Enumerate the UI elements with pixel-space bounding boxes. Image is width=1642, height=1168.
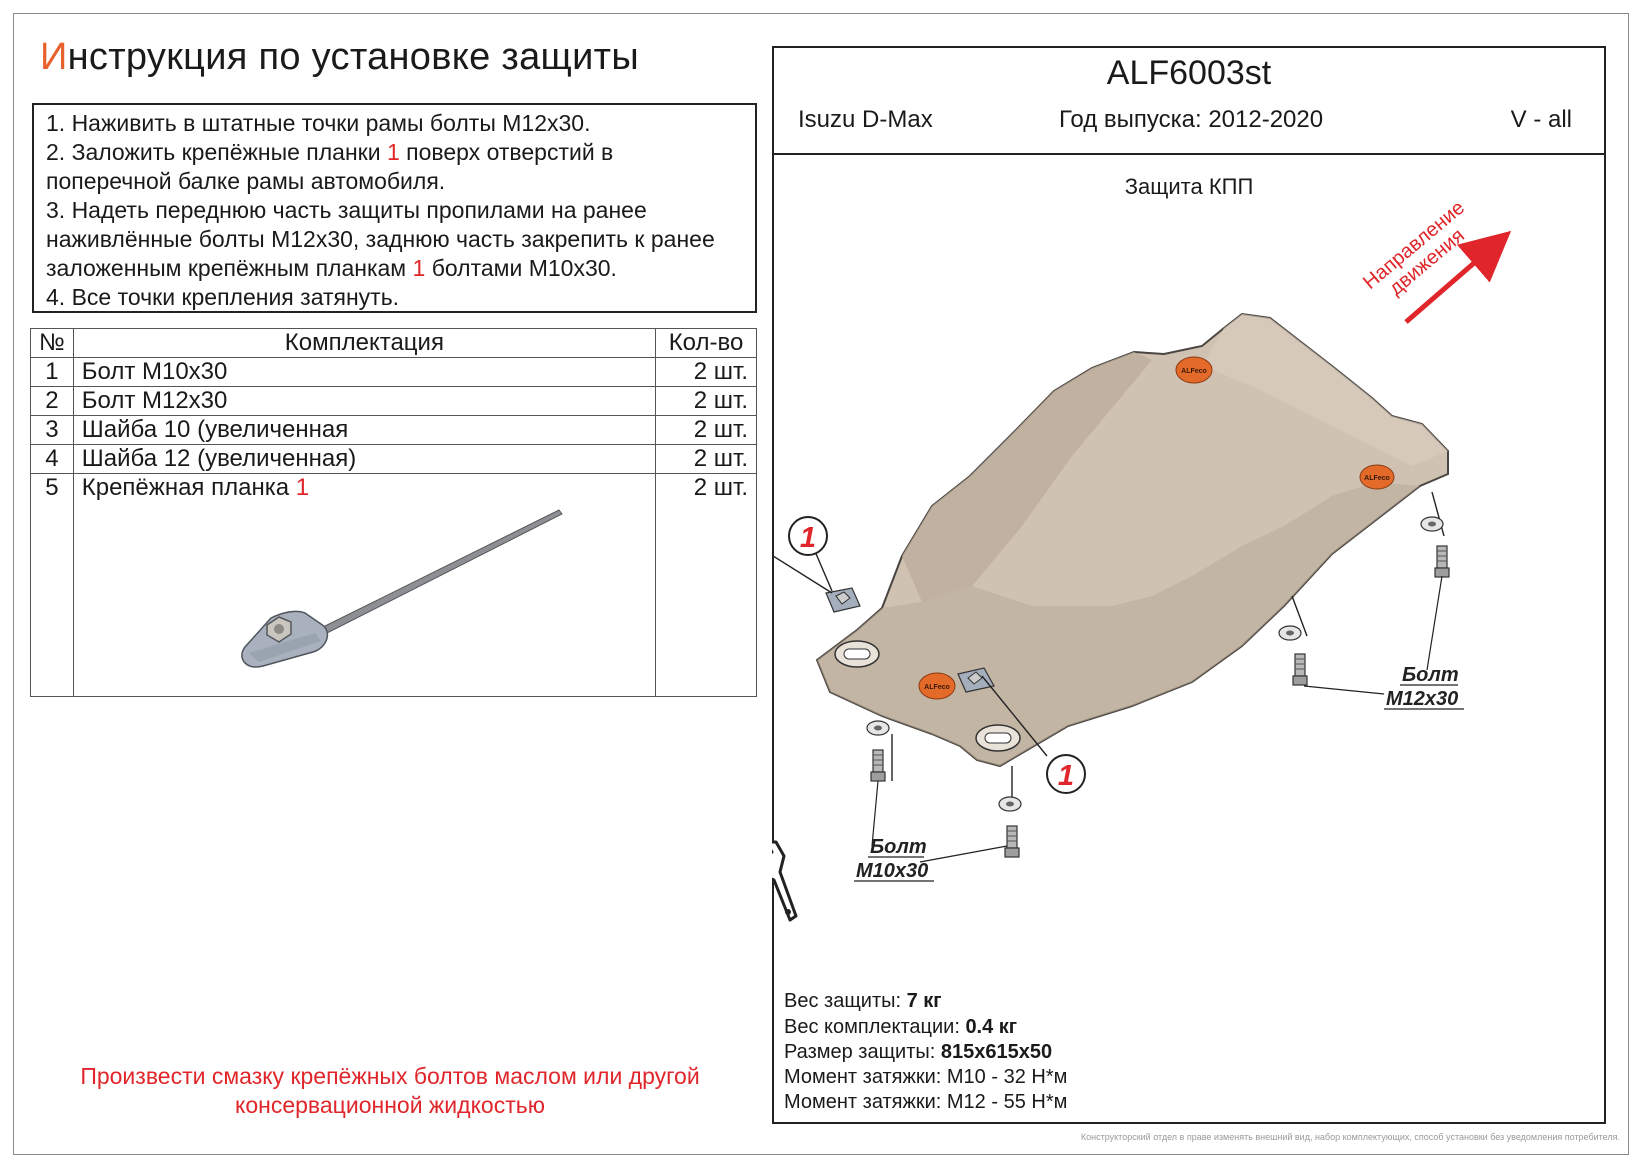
svg-text:1: 1 [1058,760,1074,792]
install-steps: 1. Наживить в штатные точки рамы болты М… [32,103,757,313]
title-rest: нструкция по установке защиты [67,36,639,78]
step-2-text: 2. Заложить крепёжные планки [46,139,387,165]
row-name-ref: 1 [295,474,310,501]
installation-diagram: ALFeco ALFeco ALFeco 1 1 Болт М10х30 Бол [772,197,1512,922]
mounting-plate-image [241,509,563,668]
spec-weight-value: 7 кг [906,990,942,1012]
svg-text:ALFeco: ALFeco [924,684,950,691]
row-name: Болт М10х30 [72,357,657,387]
kit-table: № Комплектация Кол-во 1 Болт М10х30 2 шт… [30,328,757,697]
step-2: 2. Заложить крепёжные планки 1 поверх от… [46,138,743,196]
kit-header-row: № Комплектация Кол-во [30,328,757,358]
bolt-label-m10: Болт М10х30 [854,836,934,882]
row-qty: 2 шт. [655,473,757,697]
spec-size: Размер защиты: 815х615х50 [784,1041,1052,1064]
step-3-ref: 1 [412,255,426,281]
spec-kit-weight-label: Вес комплектации: [784,1016,966,1038]
lubrication-note: Произвести смазку крепёжных болтов масло… [80,1063,700,1118]
col-num: № [30,328,74,358]
row-num: 3 [30,415,74,445]
spec-size-label: Размер защиты: [784,1041,941,1063]
svg-text:М12х30: М12х30 [1386,688,1458,710]
step-3-text-end: болтами М10х30. [425,255,617,281]
header-divider [774,153,1604,155]
row-qty: 2 шт. [655,357,757,387]
spec-torque-m10: Момент затяжки: М10 - 32 Н*м [784,1066,1068,1088]
row-name: Болт М12х30 [72,386,657,416]
spec-size-value: 815х615х50 [940,1041,1053,1063]
bolt-label-lines [871,575,1443,863]
svg-text:ALFeco: ALFeco [1181,368,1207,375]
row-num: 5 [30,473,74,697]
row-qty: 2 шт. [655,444,757,474]
table-row: 3 Шайба 10 (увеличенная 2 шт. [30,415,757,445]
engine-version: V - all [1510,106,1572,133]
svg-text:Болт: Болт [1402,664,1459,686]
svg-text:1: 1 [800,522,816,554]
row-name-text: Крепёжная планка [81,474,296,501]
skid-plate [815,312,1449,768]
title-first-letter: И [40,36,68,78]
row-qty: 2 шт. [655,415,757,445]
direction-arrow: Направление движения [1359,197,1512,324]
production-years: Год выпуска: 2012-2020 [1059,106,1324,133]
bolt-slot [834,640,880,668]
svg-text:Болт: Болт [870,836,927,858]
step-4: 4. Все точки крепления затянуть. [46,284,400,310]
disclaimer: Конструкторский отдел в праве изменять в… [1080,1132,1620,1142]
mounting-plate [957,667,995,693]
svg-text:ALFeco: ALFeco [1364,475,1390,482]
row-num: 4 [30,444,74,474]
callout-1: 1 [788,516,828,556]
step-1: 1. Наживить в штатные точки рамы болты М… [46,110,591,136]
row-num: 1 [30,357,74,387]
bolt-label-m12: Болт М12х30 [1384,664,1464,710]
col-name: Комплектация [72,328,657,358]
product-code: ALF6003st [1106,54,1272,92]
brand-logo: ALFeco [1175,356,1213,384]
table-row: 5 Крепёжная планка 1 2 шт. [30,473,757,697]
step-3-text: 3. Надеть переднюю часть защиты пропилам… [46,197,715,281]
step-2-text-end: поверх отверстий в поперечной балке рамы… [46,139,614,194]
page-title: Инструкция по установке защиты [40,36,639,79]
svg-text:М10х30: М10х30 [856,860,928,882]
spec-weight-label: Вес защиты: [784,990,907,1012]
step-2-ref: 1 [386,139,400,165]
col-qty: Кол-во [655,328,757,358]
spec-torque-m12: Момент затяжки: М12 - 55 Н*м [784,1091,1068,1113]
page-frame [13,13,1629,1155]
protection-name: Защита КПП [1124,174,1254,199]
leader-lines [772,491,1445,798]
table-row: 1 Болт М10х30 2 шт. [30,357,757,387]
callout-1: 1 [1046,754,1086,794]
spec-kit-weight-value: 0.4 кг [965,1016,1018,1038]
step-3: 3. Надеть переднюю часть защиты пропилам… [46,196,743,283]
car-model: Isuzu D-Max [798,106,933,133]
brand-logo: ALFeco [1359,464,1395,490]
row-num: 2 [30,386,74,416]
table-row: 4 Шайба 12 (увеличенная) 2 шт. [30,444,757,474]
spec-weight: Вес защиты: 7 кг [784,990,942,1013]
wrench-icon [772,840,798,922]
row-name: Шайба 12 (увеличенная) [72,444,657,474]
brand-logo: ALFeco [918,672,956,700]
table-row: 2 Болт М12х30 2 шт. [30,386,757,416]
spec-kit-weight: Вес комплектации: 0.4 кг [784,1016,1017,1039]
bolt-slot [975,724,1021,752]
row-qty: 2 шт. [655,386,757,416]
product-panel: ALF6003st Isuzu D-Max Год выпуска: 2012-… [772,46,1606,1124]
mounting-plate [825,587,861,613]
row-name: Шайба 10 (увеличенная [72,415,657,445]
